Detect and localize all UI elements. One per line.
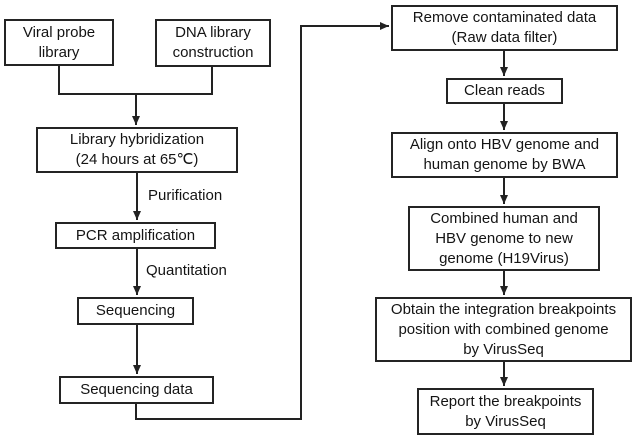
node-viral-probe-library: Viral probe library [4, 19, 114, 66]
node-obtain-breakpoints: Obtain the integration breakpoints posit… [375, 297, 632, 362]
connector-merge-top-left [58, 64, 213, 95]
edge-label-purification: Purification [148, 187, 223, 204]
node-library-hybridization: Library hybridization (24 hours at 65℃) [36, 127, 238, 173]
node-pcr-amplification: PCR amplification [55, 222, 216, 249]
node-clean-reads: Clean reads [446, 78, 563, 104]
node-dna-library-construction: DNA library construction [155, 19, 271, 67]
node-report-breakpoints: Report the breakpoints by VirusSeq [417, 388, 594, 435]
node-sequencing: Sequencing [77, 297, 194, 325]
node-remove-contaminated-data: Remove contaminated data (Raw data filte… [391, 5, 618, 51]
node-sequencing-data: Sequencing data [59, 376, 214, 404]
node-align-bwa: Align onto HBV genome and human genome b… [391, 132, 618, 178]
connector-sequencing-data-to-remove [135, 22, 389, 420]
edge-label-quantitation: Quantitation [146, 262, 227, 279]
node-combined-genome: Combined human and HBV genome to new gen… [408, 206, 600, 271]
